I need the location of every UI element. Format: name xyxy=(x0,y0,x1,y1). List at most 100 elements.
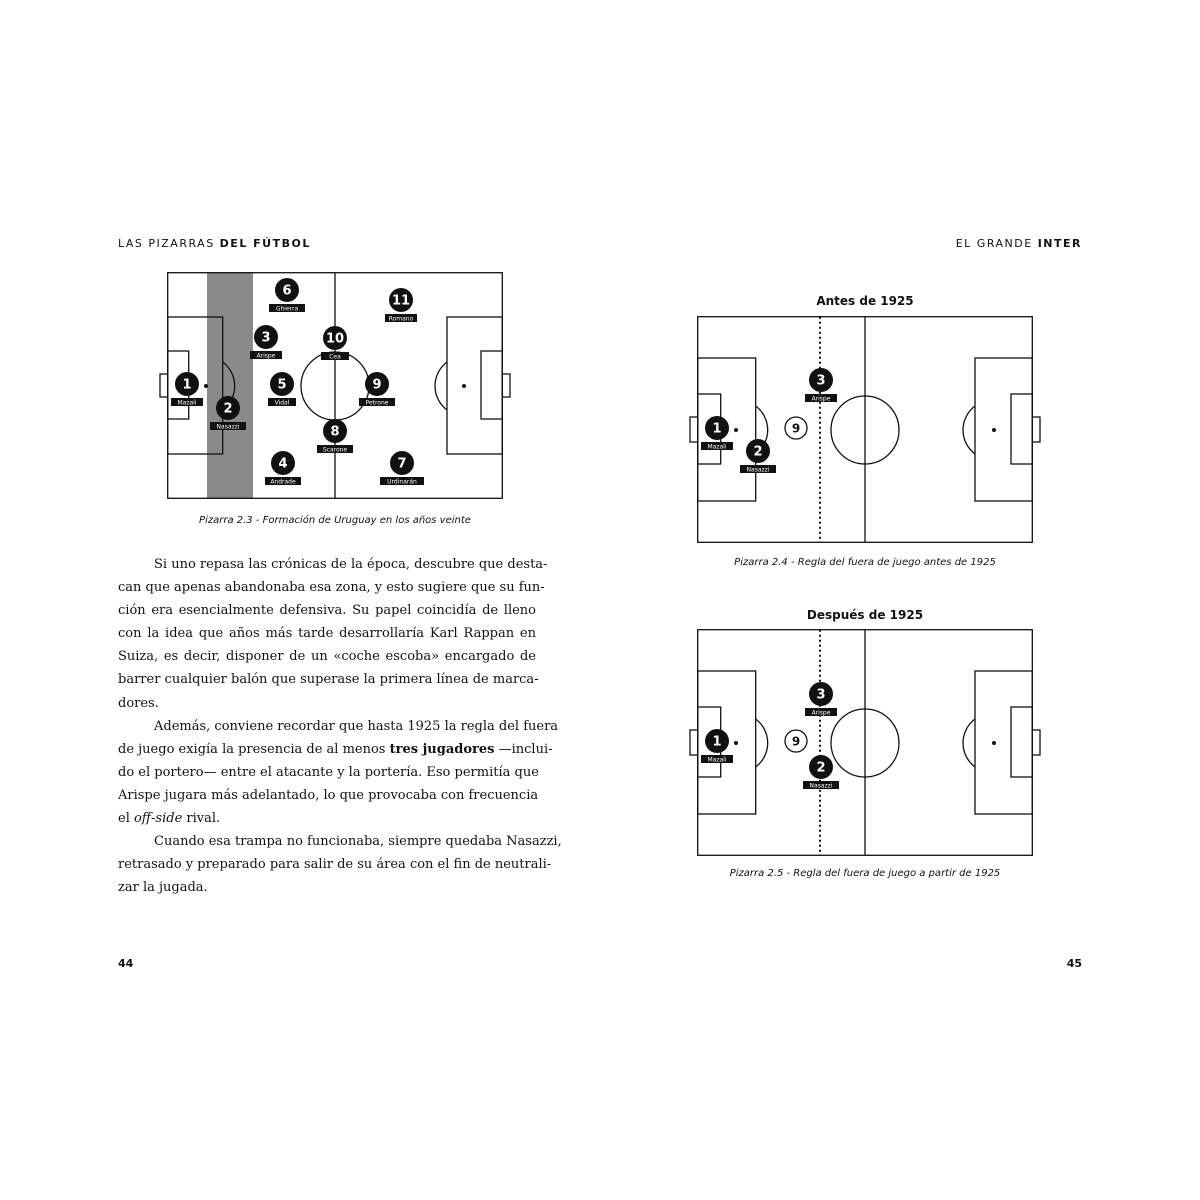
player-label-box xyxy=(359,398,395,406)
player-label-box xyxy=(268,398,296,406)
player-label-box xyxy=(701,442,733,450)
player-name: Vidal xyxy=(275,399,290,406)
player-dot xyxy=(809,682,833,706)
player-number: 8 xyxy=(330,425,339,440)
penalty-spot-right xyxy=(992,428,996,432)
text-line: con la idea que años más tarde desarroll… xyxy=(118,626,536,642)
player-number: 11 xyxy=(392,294,410,309)
player-dot xyxy=(270,372,294,396)
player-dot xyxy=(271,451,295,475)
text-line: Si uno repasa las crónicas de la época, … xyxy=(154,557,548,572)
player-dot xyxy=(275,278,299,302)
penalty-spot-left xyxy=(204,384,208,388)
running-head-left-bold: DEL FÚTBOL xyxy=(219,237,311,250)
pitch-lines xyxy=(689,316,1041,543)
player-name: Scarone xyxy=(323,446,348,453)
player-name: Arispe xyxy=(812,395,831,402)
player-label-box xyxy=(321,352,349,360)
player-dot xyxy=(705,729,729,753)
player-dot xyxy=(809,368,833,392)
page-number-left: 44 xyxy=(118,957,134,970)
text-line: el off-side rival. xyxy=(118,807,536,830)
text-line: can que apenas abandonaba esa zona, y es… xyxy=(118,580,545,596)
player-dot xyxy=(365,372,389,396)
player-name: Nasazzi xyxy=(747,466,770,473)
player-label-box xyxy=(265,477,301,485)
attacker-number: 9 xyxy=(792,422,800,436)
player-label-box xyxy=(380,477,424,485)
text-run: el xyxy=(118,811,134,827)
penalty-spot-left xyxy=(734,741,738,745)
text-line: Cuando esa trampa no funcionaba, siempre… xyxy=(154,834,562,850)
player-name: Cea xyxy=(329,353,341,360)
player-dot xyxy=(809,755,833,779)
player-name: Arispe xyxy=(812,709,831,716)
player-dot xyxy=(254,325,278,349)
player-name: Arispe xyxy=(257,352,276,359)
caption-pizarra-2-5: Pizarra 2.5 - Regla del fuera de juego a… xyxy=(729,868,1001,879)
attacker-marker: 9 xyxy=(784,416,808,440)
text-line: dores. xyxy=(118,695,159,711)
running-head-right: EL GRANDE INTER xyxy=(956,237,1082,250)
player-label-box xyxy=(250,351,282,359)
player-label-box xyxy=(805,394,837,402)
text-line: retrasado y preparado para salir de su á… xyxy=(118,857,552,873)
highlight-zone xyxy=(207,272,253,499)
penalty-spot-right xyxy=(462,384,466,388)
player-number: 6 xyxy=(282,284,291,299)
running-head-right-bold: INTER xyxy=(1037,237,1082,250)
player-number: 1 xyxy=(712,735,721,750)
player-dot xyxy=(175,372,199,396)
player-name: Nasazzi xyxy=(810,782,833,789)
page-number-right: 45 xyxy=(1066,957,1082,970)
player-dot xyxy=(746,439,770,463)
player-number: 3 xyxy=(261,331,270,346)
player-name: Romano xyxy=(389,315,414,322)
penalty-spot-left xyxy=(734,428,738,432)
caption-pizarra-2-3: Pizarra 2.3 - Formación de Uruguay en lo… xyxy=(199,515,471,526)
player-number: 2 xyxy=(223,402,232,417)
player-dot xyxy=(323,326,347,350)
player-number: 2 xyxy=(753,445,762,460)
player-label-box xyxy=(210,422,246,430)
player-label-box xyxy=(740,465,776,473)
pitch-lines xyxy=(689,629,1041,856)
player-name: Petrone xyxy=(366,399,389,406)
paragraph-2: Además, conviene recordar que hasta 1925… xyxy=(118,715,558,830)
title-antes-1925: Antes de 1925 xyxy=(816,294,914,308)
text-line: de juego exigía la presencia de al menos… xyxy=(118,738,553,761)
player-dot xyxy=(705,416,729,440)
text-line: zar la jugada. xyxy=(118,880,208,896)
text-line: Suiza, es decir, disponer de un «coche e… xyxy=(118,649,536,665)
running-head-left: LAS PIZARRAS DEL FÚTBOL xyxy=(118,237,311,250)
player-number: 2 xyxy=(816,761,825,776)
player-name: Nasazzi xyxy=(217,423,240,430)
player-name: Mazali xyxy=(177,399,196,406)
penalty-spot-right xyxy=(992,741,996,745)
player-number: 1 xyxy=(182,378,191,393)
text-line: Arispe jugara más adelantado, lo que pro… xyxy=(118,787,539,803)
caption-pizarra-2-4: Pizarra 2.4 - Regla del fuera de juego a… xyxy=(734,557,996,568)
player-number: 5 xyxy=(277,378,286,393)
paragraph-1: Si uno repasa las crónicas de la época, … xyxy=(118,553,548,715)
text-line: do el portero— entre el atacante y la po… xyxy=(118,764,539,780)
